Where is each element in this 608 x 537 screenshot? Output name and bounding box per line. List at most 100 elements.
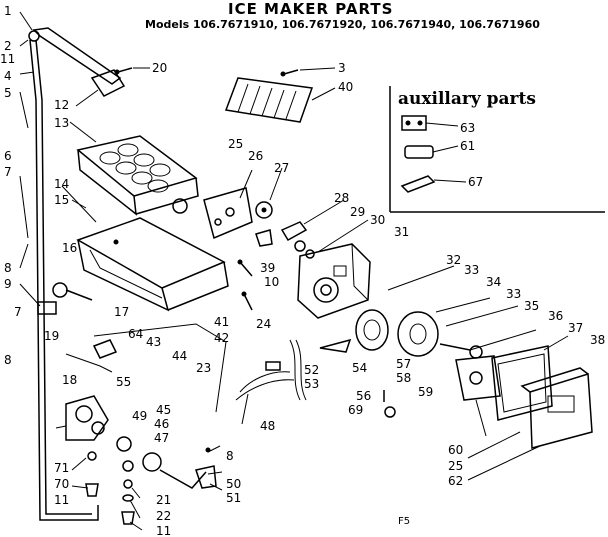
callout-15: 15 <box>54 193 69 207</box>
callout-64: 64 <box>128 327 143 341</box>
callout-63: 63 <box>460 121 475 135</box>
callout-33-lower: 33 <box>506 287 521 301</box>
callout-11-lower: 11 <box>156 524 171 537</box>
switch-60 <box>455 355 501 401</box>
callout-28: 28 <box>334 191 349 205</box>
motor-54 <box>355 309 389 351</box>
callout-35: 35 <box>524 299 539 313</box>
callout-11: 11 <box>0 52 15 66</box>
callout-21: 21 <box>156 493 171 507</box>
callout-43: 43 <box>146 335 161 349</box>
gear-35 <box>397 311 439 357</box>
callout-56: 56 <box>356 389 371 403</box>
callout-40: 40 <box>338 80 353 94</box>
water-line-41 <box>93 323 227 413</box>
clip-64 <box>92 339 118 359</box>
callout-8-right: 8 <box>226 449 234 463</box>
callout-17: 17 <box>114 305 129 319</box>
part-61-shape <box>404 145 459 159</box>
callout-32: 32 <box>446 253 461 267</box>
callout-38: 38 <box>590 333 605 347</box>
callout-53: 53 <box>304 377 319 391</box>
gear-27 <box>255 201 273 219</box>
callout-30: 30 <box>370 213 385 227</box>
auxillary-parts-box: auxillary parts <box>389 86 605 213</box>
ice-mold-13 <box>76 135 199 216</box>
callout-3: 3 <box>338 61 346 75</box>
callout-52: 52 <box>304 363 319 377</box>
callout-44: 44 <box>172 349 187 363</box>
callout-48: 48 <box>260 419 275 433</box>
cover-38 <box>491 345 553 421</box>
housing-14 <box>76 217 229 312</box>
callout-45: 45 <box>156 403 171 417</box>
thermostat-16 <box>52 282 93 301</box>
callout-67: 67 <box>468 175 483 189</box>
fill-tube-assembly <box>28 27 126 521</box>
callout-11-bottom: 11 <box>54 493 69 507</box>
water-valve-18 <box>55 395 109 441</box>
callout-33: 33 <box>464 263 479 277</box>
callout-60: 60 <box>448 443 463 457</box>
screws-10-24 <box>237 259 253 311</box>
callout-6: 6 <box>4 149 12 163</box>
callout-46: 46 <box>154 417 169 431</box>
callout-19: 19 <box>44 329 59 343</box>
callout-10: 10 <box>264 275 279 289</box>
mounting-plate-26 <box>203 187 253 240</box>
elbow-50-51 <box>195 447 217 489</box>
leader-lines <box>19 11 569 531</box>
plate-62 <box>520 367 593 449</box>
callout-50: 50 <box>226 477 241 491</box>
part-67-shape <box>400 175 467 193</box>
callout-9: 9 <box>4 277 12 291</box>
model-numbers: Models 106.7671910, 106.7671920, 106.767… <box>145 18 540 31</box>
wire-harness-48-53 <box>235 338 352 401</box>
callout-18: 18 <box>62 373 77 387</box>
cam-39 <box>255 229 273 247</box>
auxillary-parts-heading: auxillary parts <box>398 89 536 109</box>
callout-71: 71 <box>54 461 69 475</box>
callout-61: 61 <box>460 139 475 153</box>
callout-47: 47 <box>154 431 169 445</box>
parts-56-69 <box>383 390 396 418</box>
screw-20 <box>114 67 150 75</box>
callout-58: 58 <box>396 371 411 385</box>
screw-3 <box>280 67 336 77</box>
callout-4: 4 <box>4 69 12 83</box>
callout-69: 69 <box>348 403 363 417</box>
shaft-36-37 <box>439 343 483 359</box>
callout-22: 22 <box>156 509 171 523</box>
callout-31: 31 <box>394 225 409 239</box>
callout-12: 12 <box>54 98 69 112</box>
footer-code: F5 <box>398 516 410 527</box>
callout-42: 42 <box>214 331 229 345</box>
part-40-grill <box>224 77 336 123</box>
diagram-title: ICE MAKER PARTS <box>228 0 393 18</box>
callout-23: 23 <box>196 361 211 375</box>
callout-25: 25 <box>228 137 243 151</box>
fittings-46-47-49 <box>116 436 207 489</box>
callout-8-lower: 8 <box>4 353 12 367</box>
callout-2: 2 <box>4 39 12 53</box>
callout-34: 34 <box>486 275 501 289</box>
callout-29: 29 <box>350 205 365 219</box>
callout-20: 20 <box>152 61 167 75</box>
callout-57: 57 <box>396 357 411 371</box>
part-63-shape <box>401 115 459 131</box>
callout-labels: 1 2 11 4 5 6 7 8 9 7 8 12 13 20 3 40 63 … <box>0 4 605 537</box>
callout-49: 49 <box>132 409 147 423</box>
callout-39: 39 <box>260 261 275 275</box>
bottom-fittings <box>85 451 135 525</box>
callout-13: 13 <box>54 116 69 130</box>
callout-8: 8 <box>4 261 12 275</box>
callout-27: 27 <box>274 161 289 175</box>
callout-55: 55 <box>116 375 131 389</box>
callout-70: 70 <box>54 477 69 491</box>
motor-housing-31 <box>297 243 371 319</box>
callout-51: 51 <box>226 491 241 505</box>
callout-54: 54 <box>352 361 367 375</box>
callout-16: 16 <box>62 241 77 255</box>
callout-41: 41 <box>214 315 229 329</box>
callout-24: 24 <box>256 317 271 331</box>
